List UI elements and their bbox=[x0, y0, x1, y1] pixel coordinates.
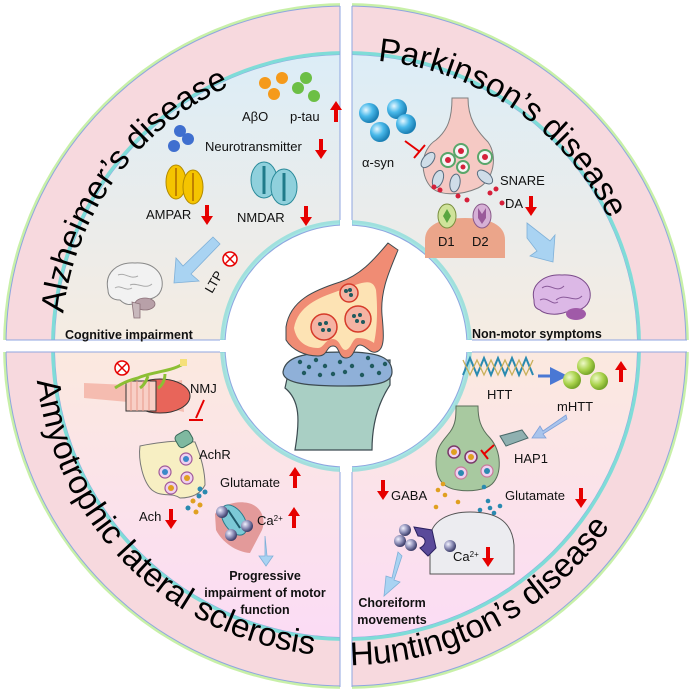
inhibition-icon bbox=[480, 444, 495, 460]
inhibition-icon bbox=[404, 140, 426, 159]
synaptic-vesicle bbox=[344, 305, 372, 333]
abo-label: AβO bbox=[242, 109, 268, 124]
decrease-arrow-icon bbox=[315, 139, 327, 159]
flow-arrow-icon bbox=[173, 236, 221, 284]
d1-label: D1 bbox=[438, 234, 455, 249]
abo-oligomer-icon bbox=[259, 72, 288, 100]
als-outcome-line2: impairment of motor bbox=[204, 586, 326, 600]
dopamine-vesicles bbox=[440, 143, 493, 174]
als-outcome-line1: Progressive bbox=[229, 569, 301, 583]
glutamate-label: Glutamate bbox=[505, 488, 565, 503]
neurotransmitter-icon bbox=[168, 125, 194, 152]
calcium-label: Ca2+ bbox=[453, 549, 479, 564]
decrease-arrow-icon bbox=[377, 480, 389, 500]
decrease-arrow-icon bbox=[482, 547, 494, 567]
dopamine-dots bbox=[431, 184, 505, 206]
increase-arrow-icon bbox=[289, 467, 301, 488]
gaba-receptor-icon bbox=[394, 524, 456, 557]
nmdar-receptor-icon bbox=[250, 161, 298, 206]
decrease-arrow-icon bbox=[300, 206, 312, 226]
glutamate-label: Glutamate bbox=[220, 475, 280, 490]
snare-complex-icon bbox=[420, 151, 494, 193]
vesicles bbox=[447, 445, 494, 480]
alpha-syn-label: α-syn bbox=[362, 155, 394, 170]
blocked-icon bbox=[222, 251, 238, 267]
p-tau-icon bbox=[292, 72, 320, 102]
increase-arrow-icon bbox=[288, 507, 300, 528]
blocked-icon bbox=[114, 360, 130, 376]
flow-arrow-icon bbox=[258, 535, 274, 567]
gaba-label: GABA bbox=[391, 488, 427, 503]
brain-icon bbox=[532, 274, 591, 320]
neurotransmitter-dots bbox=[297, 355, 388, 378]
glutamate-dots bbox=[477, 484, 503, 516]
dopamine-label: DA bbox=[505, 196, 523, 211]
decrease-arrow-icon bbox=[165, 509, 177, 529]
flow-arrow-icon bbox=[526, 222, 556, 263]
inhibition-icon bbox=[189, 399, 205, 421]
htt-label: HTT bbox=[487, 387, 512, 402]
mhtt-aggregate-icon bbox=[563, 357, 608, 390]
central-synapse-illustration bbox=[282, 242, 399, 451]
flow-arrow-icon bbox=[383, 551, 403, 597]
huntingtons-outcome-line2: movements bbox=[357, 613, 427, 627]
increase-arrow-icon bbox=[615, 361, 627, 382]
d1-receptor-icon bbox=[437, 203, 457, 229]
synaptic-vesicle bbox=[339, 283, 359, 303]
postsynaptic-neuron bbox=[429, 511, 515, 575]
ach-label: Ach bbox=[139, 509, 161, 524]
hap1-protein-icon bbox=[499, 429, 529, 447]
vesicles bbox=[158, 452, 194, 495]
snare-label: SNARE bbox=[500, 173, 545, 188]
d2-label: D2 bbox=[472, 234, 489, 249]
neurotransmitter-label: Neurotransmitter bbox=[205, 139, 302, 154]
calcium-channel-icon bbox=[216, 504, 253, 541]
als-outcome-line3: function bbox=[240, 603, 289, 617]
d2-receptor-icon bbox=[472, 203, 492, 229]
neuromuscular-junction-icon bbox=[84, 359, 191, 414]
synaptic-vesicle bbox=[310, 313, 338, 341]
decrease-arrow-icon bbox=[201, 205, 213, 225]
calcium-label: Ca2+ bbox=[257, 513, 283, 528]
transmitter-dots bbox=[185, 486, 208, 515]
decrease-arrow-icon bbox=[575, 488, 587, 508]
parkinsons-outcome-label: Non-motor symptoms bbox=[472, 327, 602, 341]
htt-dna-icon bbox=[462, 355, 534, 378]
nmj-label: NMJ bbox=[190, 381, 217, 396]
huntingtons-outcome-line1: Choreiform bbox=[358, 596, 425, 610]
p-tau-label: p-tau bbox=[290, 109, 320, 124]
brain-icon bbox=[106, 262, 163, 319]
alzheimers-outcome-label: Cognitive impairment bbox=[65, 328, 194, 342]
gaba-dots bbox=[433, 481, 461, 510]
decrease-arrow-icon bbox=[525, 196, 537, 216]
hap1-label: HAP1 bbox=[514, 451, 548, 466]
ampar-label: AMPAR bbox=[146, 207, 191, 222]
alpha-synuclein-icon bbox=[359, 99, 416, 142]
flow-arrow-icon bbox=[531, 414, 568, 439]
achr-label: AchR bbox=[199, 447, 231, 462]
ampar-receptor-icon bbox=[165, 164, 204, 205]
postsynaptic-neuron bbox=[425, 218, 505, 258]
increase-arrow-icon bbox=[330, 101, 342, 122]
achr-receptor-icon bbox=[174, 429, 194, 449]
mhtt-label: mHTT bbox=[557, 399, 593, 414]
nmdar-label: NMDAR bbox=[237, 210, 285, 225]
